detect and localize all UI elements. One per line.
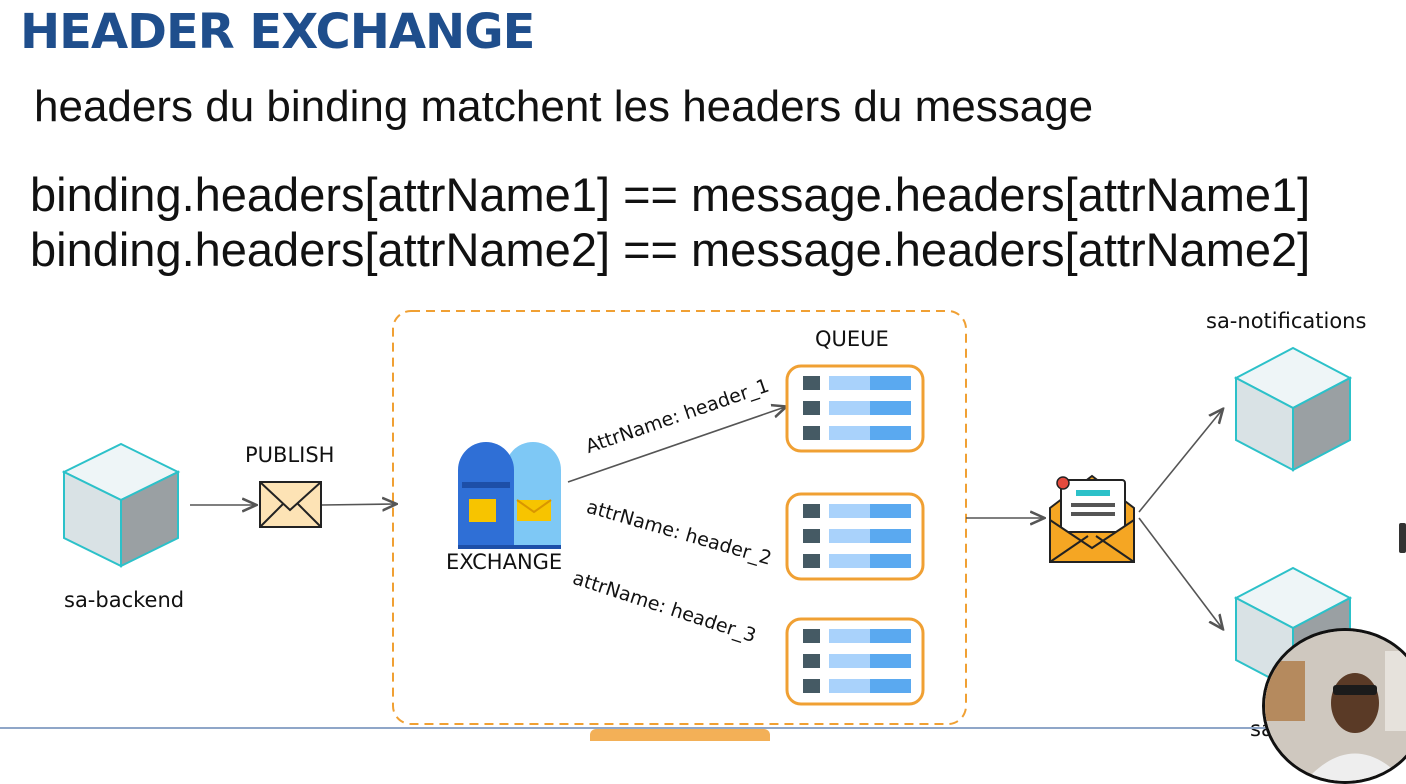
consumer-1-label: sa-notifications [1206,309,1367,333]
envelope-icon [259,481,322,528]
slide-title: HEADER EXCHANGE [20,4,535,60]
queue-2-icon [785,492,925,581]
footer-divider [0,727,1270,729]
queue-label: QUEUE [815,327,889,351]
queue-3-icon [785,617,925,706]
producer-label: sa-backend [64,588,185,612]
exchange-label: EXCHANGE [446,550,563,574]
publish-label: PUBLISH [245,443,335,467]
mailbox-icon [458,442,561,549]
producer-cube-icon [61,442,181,568]
consumer-cube-1-icon [1233,346,1353,472]
slide-subtitle: headers du binding matchent les headers … [34,82,1094,131]
scroll-handle[interactable] [1399,523,1406,553]
queue-1-icon [785,364,925,453]
footer-logo-cutoff [590,729,770,741]
binding-rule-1: binding.headers[attrName1] == message.he… [30,168,1311,221]
open-mail-icon [1049,474,1135,563]
binding-rule-2: binding.headers[attrName2] == message.he… [30,223,1311,276]
